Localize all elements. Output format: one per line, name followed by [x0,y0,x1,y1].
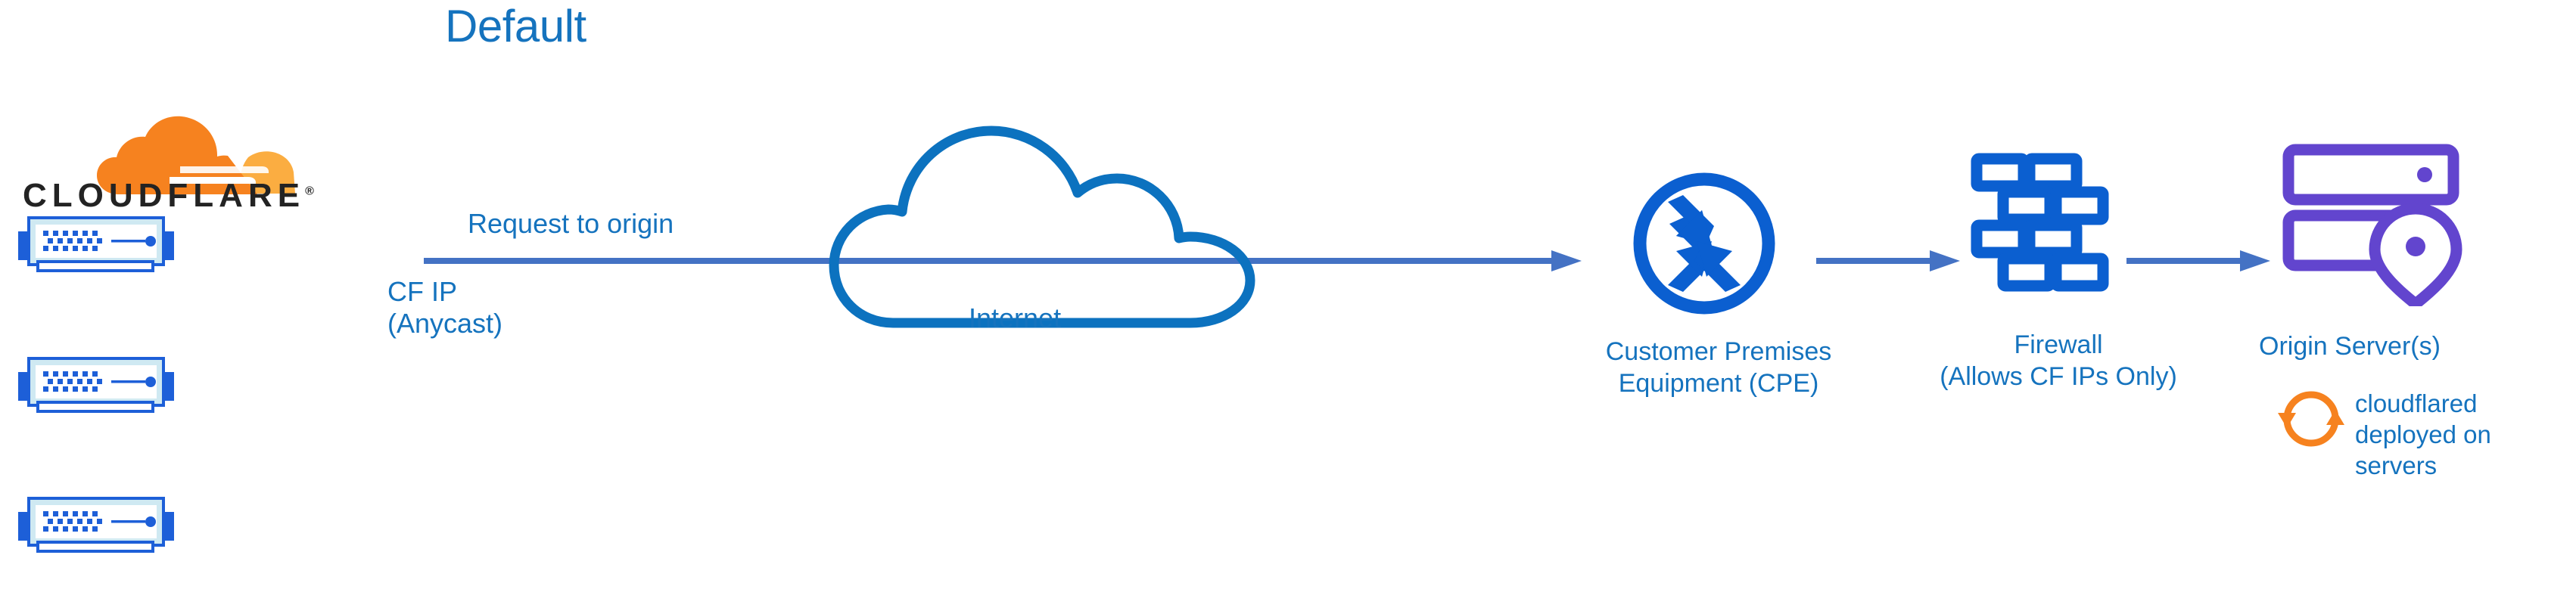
server-location-pin-icon [2282,144,2464,310]
cloud-icon [825,110,1279,329]
cloudflare-wordmark: CLOUDFLARE® [23,177,314,215]
firewall-label: Firewall (Allows CF IPs Only) [1940,330,2177,391]
flow-arrow-cpe-to-firewall [1816,246,1960,276]
cpe-label: Customer Premises Equipment (CPE) [1605,337,1832,398]
cloudflared-annotation-label: cloudflared deployed on servers [2355,389,2491,479]
server-rack-icon [17,215,176,275]
origin-server-label: Origin Server(s) [2259,332,2441,361]
flow-arrow-request-to-origin [424,246,1582,276]
internet-label: Internet [969,302,1062,333]
page-title: Default [445,1,586,51]
cf-ip-anycast-label: CF IP (Anycast) [387,276,503,339]
sync-arrows-icon [2276,384,2346,454]
registered-trademark-icon: ® [305,185,314,198]
cloudflare-logo-icon [21,113,339,204]
server-rack-icon [17,355,176,416]
request-to-origin-label: Request to origin [468,208,674,239]
router-icon [1629,168,1780,319]
brick-wall-icon [1970,151,2114,295]
server-rack-icon [17,495,176,556]
cloudflare-wordmark-text: CLOUDFLARE [23,177,306,214]
flow-arrow-firewall-to-origin [2126,246,2270,276]
